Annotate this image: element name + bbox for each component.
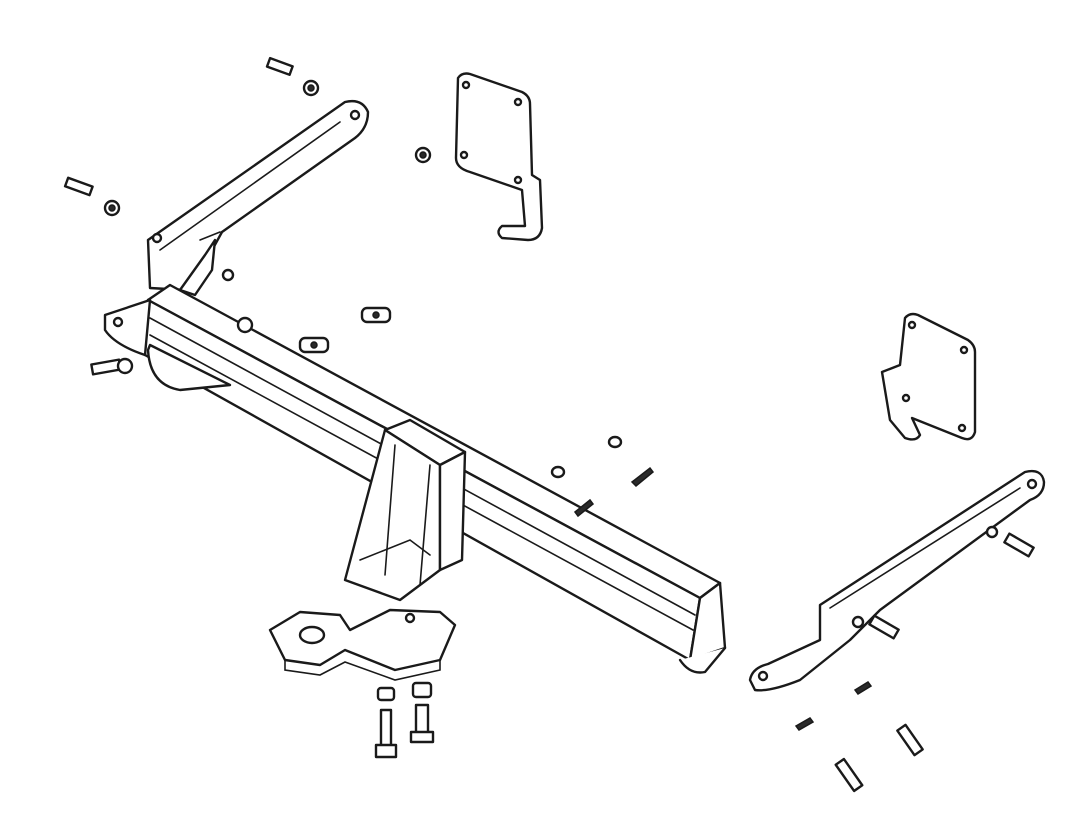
bolt-low-left xyxy=(90,357,134,376)
right-side-bracket xyxy=(748,469,1046,692)
bolts-bottom-center xyxy=(374,681,435,759)
nut-top xyxy=(414,146,432,164)
nut-center-1 xyxy=(360,306,392,324)
left-side-bracket xyxy=(146,99,370,297)
hitch-ball-plate xyxy=(268,608,457,681)
bolt-top-left xyxy=(265,56,320,97)
studs-center xyxy=(550,435,655,518)
bolts-bottom-right xyxy=(794,532,1035,793)
top-mounting-plate xyxy=(454,72,544,242)
bolt-mid-left xyxy=(63,176,121,217)
nut-center-3 xyxy=(236,316,254,334)
receiver-mount xyxy=(343,418,467,602)
right-mounting-plate xyxy=(880,312,977,441)
nut-center-2 xyxy=(298,336,330,354)
